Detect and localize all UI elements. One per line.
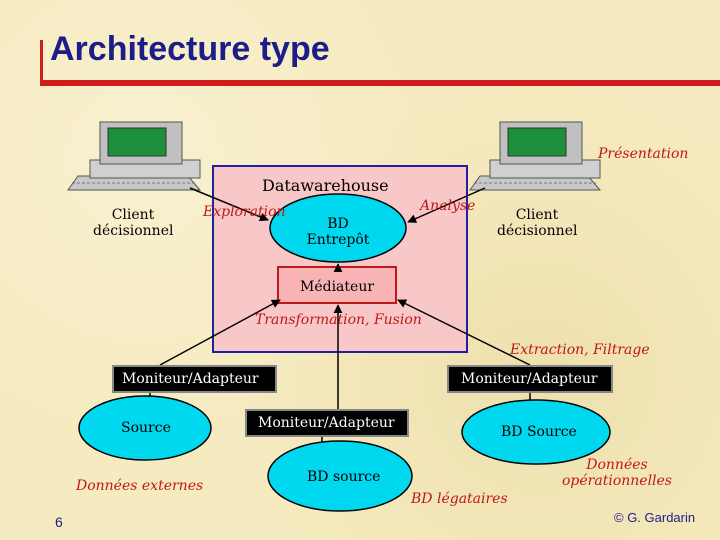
page-title: Architecture type [50,30,330,68]
exploration-label: Exploration [203,204,286,220]
extraction-filtrage-label: Extraction, Filtrage [510,342,650,358]
client-right-label: Client décisionnel [497,207,577,239]
client-left-line1: Client [111,207,155,223]
bd-source-right-ellipse [461,399,611,465]
donnees-operationnelles-label: Données opérationnelles [556,457,678,489]
bd-legataires-label: BD légataires [411,491,508,507]
bd-entrepot-label: BD Entrepôt [298,216,378,248]
copyright-notice: © G. Gardarin [614,510,696,525]
computer-left-icon [67,121,202,191]
title-underline [40,80,720,86]
donnees-externes-label: Données externes [76,478,204,494]
moniteur-left-box [112,365,277,393]
title-accent-bar [40,40,43,86]
client-right-line2: décisionnel [497,223,578,239]
moniteur-left-label: Moniteur/Adapteur [122,371,259,387]
bd-entrepot-line2: Entrepôt [306,232,370,248]
moniteur-right-label: Moniteur/Adapteur [461,371,598,387]
mediateur-label: Médiateur [300,279,375,295]
donnees-op-line1: Données [586,457,648,473]
presentation-label: Présentation [598,146,689,162]
computer-right-icon [469,121,602,191]
moniteur-right-box [447,365,613,393]
bd-source-center-label: BD source [307,469,381,485]
bd-entrepot-line1: BD [327,216,349,232]
source-label: Source [121,420,171,436]
datawarehouse-label: Datawarehouse [262,176,389,195]
bd-source-right-label: BD Source [501,424,577,440]
source-ellipse [78,395,212,461]
moniteur-center-label: Moniteur/Adapteur [258,415,395,431]
bd-source-center-ellipse [267,440,413,512]
donnees-op-line2: opérationnelles [562,473,672,489]
transformation-fusion-label: Transformation, Fusion [255,312,422,328]
bd-entrepot-ellipse [269,193,407,263]
client-left-label: Client décisionnel [93,207,173,239]
page-number: 6 [55,514,63,530]
client-left-line2: décisionnel [93,223,174,239]
moniteur-center-box [245,409,409,437]
client-right-line1: Client [515,207,559,223]
analyse-label: Analyse [420,198,476,214]
